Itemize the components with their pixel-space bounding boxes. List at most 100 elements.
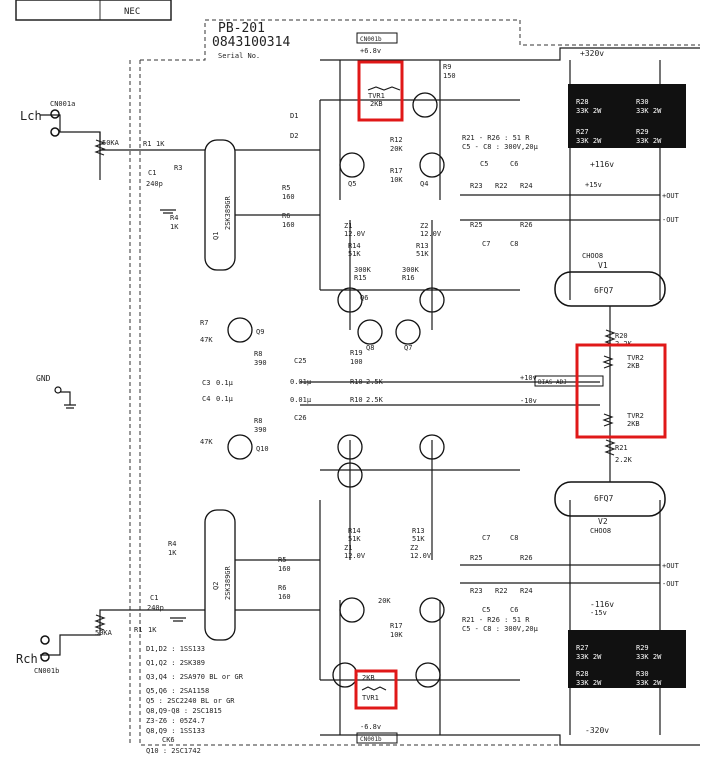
rch-connector: CN001b [34,667,59,675]
r7-label: R7 [200,319,208,327]
hv-resistor-block-top [568,84,686,148]
q1b-transistor [332,662,358,688]
r12-label: R12 [390,136,403,144]
r25b-label: R25 [470,554,483,562]
q1-type: 2SK389GR [224,195,232,230]
r21-label: R21 [615,444,628,452]
right-out-minus: -OUT [662,580,680,588]
q9-label: Q9 [256,328,264,336]
tvr2b-value: 2KB [627,420,640,428]
bias-adjust-box: BIAS ADJ [538,379,567,386]
r12-value: 20K [390,145,403,153]
q7-transistor [395,319,421,345]
r13-label: R13 [416,242,429,250]
r26b-label: R26 [520,554,533,562]
r4-value: 1K [170,223,179,231]
tvr2a-label: TVR2 [627,354,644,362]
note-capacitors-b: C5 - C8 : 300V,20μ [462,625,539,633]
z1b-value: 12.0V [344,552,366,560]
top-connector-label: CN001b [360,36,382,43]
q4-transistor [419,152,445,178]
z1-label: Z1 [344,222,352,230]
left-out-minus: -OUT [662,216,680,224]
r8b-value: 390 [254,426,267,434]
tube-v2-name: V2 [598,517,608,526]
rail-minus116: -116v [590,600,614,609]
rail-minus15: -15v [590,609,607,617]
r19-label: R19 [350,349,363,357]
ground-symbol [160,209,176,214]
r1-label: R1 [143,140,151,148]
c7b-label: C7 [482,534,490,542]
c8b-label: C8 [510,534,518,542]
rail-plus15: +15v [585,181,602,189]
r30-value: 33K 2W [636,107,662,115]
r24b-label: R24 [520,587,533,595]
legend-line-8: Q8,Q9 : 1SS133 [146,727,205,735]
q2-label: Q2 [212,582,220,590]
r20-label: R20 [615,332,628,340]
r16-value: 300K [402,266,420,274]
q6-label: Q6 [360,294,368,302]
q1-label: Q1 [212,232,220,240]
bottom-rail-voltage: -6.8v [360,723,381,731]
q8-label: Q8 [366,344,374,352]
q2b-transistor [415,662,441,688]
r12b-value: 20K [378,597,391,605]
r14b-label: R14 [348,527,361,535]
tvr2a-value: 2KB [627,362,640,370]
r10b-value: 2.5K [366,396,384,404]
r17b-label: R17 [390,622,403,630]
c5b-label: C5 [482,606,490,614]
q2-type: 2SK389GR [224,565,232,600]
rch-label: Rch [16,652,38,666]
lch-input-jack [50,109,60,119]
c3-value: 0.1μ [216,379,234,387]
q10-label: Q10 [256,445,269,453]
rail-minus320: -320v [585,726,609,735]
serial-label: Serial No. [218,52,260,60]
c7-label: C7 [482,240,490,248]
legend-line-3: Q3,Q4 : 2SA970 BL or GR [146,673,244,681]
r30-label: R30 [636,98,649,106]
r6-value: 160 [282,221,295,229]
r10-value: 2.5K [366,378,384,386]
r1b-label: R1 [134,626,142,634]
r13-value: 51K [416,250,429,258]
r1b-value: 1K [148,626,157,634]
title-block [15,0,172,21]
r4-label: R4 [170,214,178,222]
volume-pot-bottom: 50KA [95,629,113,637]
r5-label: R5 [282,184,290,192]
r29b-value: 33K 2W [636,653,662,661]
legend-line-2: Q1,Q2 : 2SK389 [146,659,205,667]
c26-value: 0.01μ [290,396,312,404]
r4b-label: R4 [168,540,176,548]
c8-label: C8 [510,240,518,248]
legend-line-9: CK6 [162,736,175,744]
legend-line-6: Q8,Q9-Q8 : 2SC1815 [146,707,222,715]
r3-label: R3 [174,164,182,172]
r29-label: R29 [636,128,649,136]
r16-label: R16 [402,274,415,282]
r1-value: 1K [156,140,165,148]
legend-line-7: Z3-Z6 : 05Z4.7 [146,717,205,725]
q5-label: Q5 [348,180,356,188]
r27b-value: 33K 2W [576,653,602,661]
c3-label: C3 [202,379,210,387]
q7-label: Q7 [404,344,412,352]
c1-label: C1 [148,169,156,177]
z1b-label: Z1 [344,544,352,552]
r13b-value: 51K [412,535,425,543]
q2-dual-jfet [204,509,236,641]
r14b-value: 51K [348,535,361,543]
r9-value: 150 [443,72,456,80]
board-model: PB-201 [218,21,265,36]
rail-plus10: +10v [520,374,537,382]
r17-value: 10K [390,176,403,184]
q1-top-transistor [412,92,438,118]
r13b-label: R13 [412,527,425,535]
r30b-value: 33K 2W [636,679,662,687]
rail-minus10: -10v [520,397,537,405]
